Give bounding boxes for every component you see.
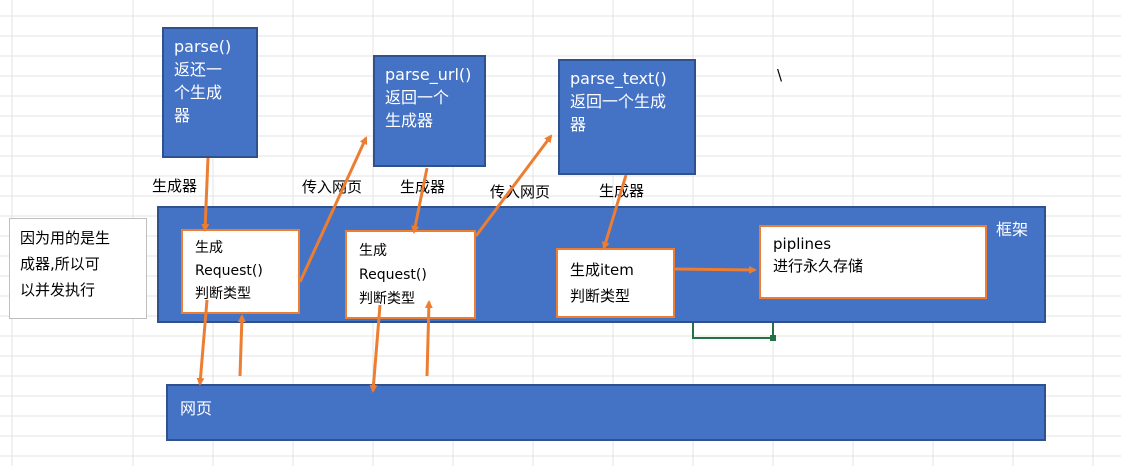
parse-box: parse() 返还一 个生成 器	[162, 27, 258, 158]
concurrency-note: 因为用的是生 成器,所以可 以并发执行	[9, 218, 147, 319]
edge-label-generator-3: 生成器	[599, 182, 645, 200]
item-box: 生成item 判断类型	[556, 248, 675, 318]
edge-label-generator-1: 生成器	[152, 177, 198, 195]
request-box-2: 生成 Request() 判断类型	[345, 230, 476, 319]
edge-label-pass-page-1: 传入网页	[302, 178, 363, 196]
edge-label-generator-2: 生成器	[400, 178, 446, 196]
request-box-1: 生成 Request() 判断类型	[181, 229, 300, 314]
stray-mark: \	[777, 66, 783, 84]
webpage-band	[166, 384, 1046, 441]
webpage-label: 网页	[180, 399, 213, 418]
framework-label: 框架	[996, 220, 1029, 239]
parse-url-box: parse_url() 返回一个 生成器	[373, 55, 486, 167]
piplines-box: piplines 进行永久存储	[759, 225, 987, 299]
edge-label-pass-page-2: 传入网页	[490, 183, 551, 201]
parse-text-box: parse_text() 返回一个生成 器	[558, 59, 696, 175]
